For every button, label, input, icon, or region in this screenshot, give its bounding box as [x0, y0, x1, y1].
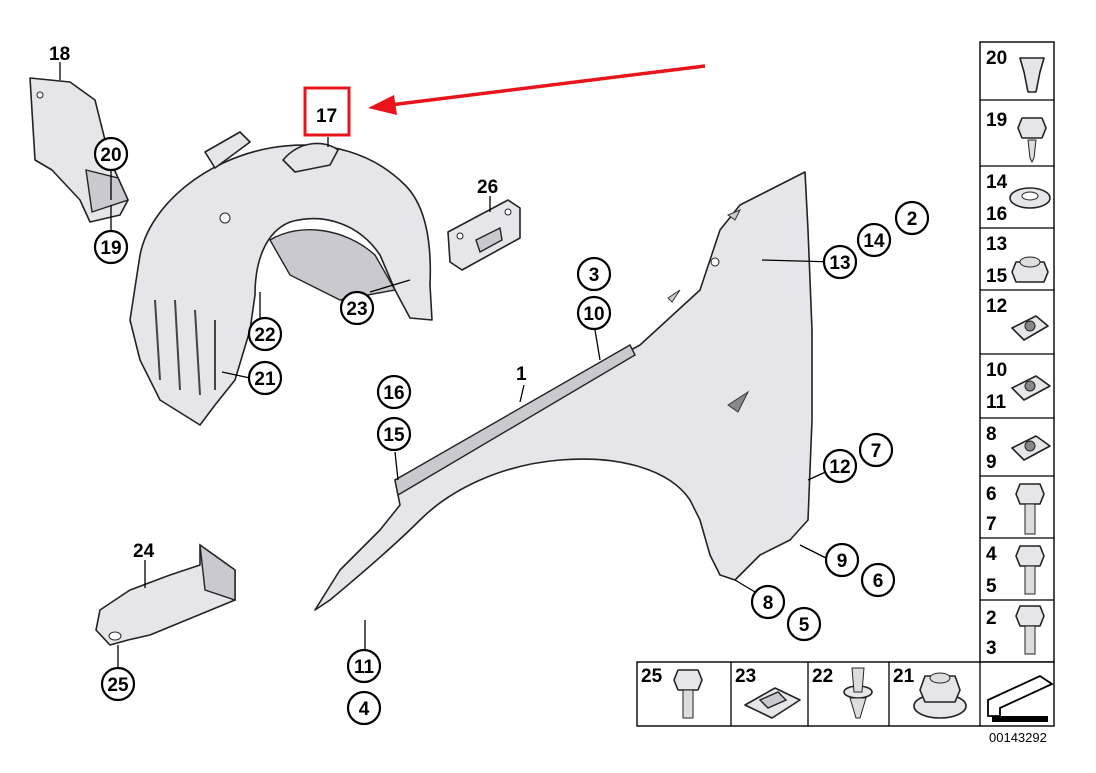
- push-rivet-icon: [843, 667, 873, 719]
- svg-text:19: 19: [100, 238, 121, 259]
- svg-text:11: 11: [354, 657, 375, 678]
- part-26-cover-plate: [447, 199, 521, 271]
- legend-bottom-row: [636, 661, 1055, 727]
- clip-nut-8-icon: [1011, 435, 1051, 461]
- callout-7-circle: 7: [858, 432, 894, 468]
- svg-text:16: 16: [383, 383, 404, 404]
- part-1-front-fender: [314, 171, 813, 611]
- clip-nut-10-icon: [1011, 375, 1051, 401]
- legend-label-23: 23: [735, 666, 756, 687]
- legend-label-2: 2: [986, 608, 997, 629]
- svg-text:7: 7: [871, 441, 882, 462]
- callout-4-circle: 4: [346, 690, 382, 726]
- svg-text:10: 10: [583, 304, 604, 325]
- callout-17: 17: [316, 106, 337, 127]
- callout-10-circle: 10: [576, 295, 612, 331]
- highlight-box-17: [303, 86, 351, 137]
- callout-8-circle: 8: [750, 584, 786, 620]
- screw-icon: [1017, 117, 1047, 164]
- legend-label-25: 25: [641, 666, 663, 687]
- part-17-wheel-arch-liner: [129, 131, 433, 426]
- callout-5-circle: 5: [786, 606, 822, 642]
- clip-nut-12-icon: [1011, 315, 1049, 341]
- diagram-code: 00143292: [989, 730, 1047, 745]
- legend-label-20: 20: [986, 48, 1007, 69]
- legend-label-9: 9: [986, 452, 997, 473]
- legend-label-3: 3: [986, 638, 997, 659]
- svg-text:2: 2: [907, 209, 918, 230]
- callout-19-circle: 19: [93, 229, 129, 265]
- legend-label-22: 22: [812, 666, 833, 687]
- callout-22-circle: 22: [247, 316, 283, 352]
- callout-20-circle: 20: [93, 136, 129, 172]
- hex-bolt-icon: [673, 669, 703, 719]
- callout-24: 24: [133, 541, 155, 562]
- svg-text:22: 22: [254, 325, 275, 346]
- legend-label-5: 5: [986, 576, 997, 597]
- legend-label-7: 7: [986, 514, 997, 535]
- legend-label-16: 16: [986, 204, 1007, 225]
- callout-2-circle: 2: [894, 200, 930, 236]
- svg-text:14: 14: [863, 231, 885, 252]
- orientation-arrow-icon: [987, 674, 1054, 722]
- bolt-4-icon: [1015, 545, 1045, 595]
- svg-text:3: 3: [589, 265, 600, 286]
- bolt-2-icon: [1015, 605, 1045, 655]
- callout-1: 1: [516, 364, 527, 385]
- legend-label-14: 14: [986, 172, 1008, 193]
- svg-text:4: 4: [359, 699, 370, 720]
- legend-label-4: 4: [986, 544, 997, 565]
- callout-13-circle: 13: [822, 244, 858, 280]
- legend-label-10: 10: [986, 360, 1007, 381]
- svg-text:25: 25: [107, 675, 129, 696]
- washer-icon: [1009, 187, 1051, 209]
- callout-9-circle: 9: [824, 542, 860, 578]
- legend-label-15: 15: [986, 266, 1008, 287]
- svg-text:6: 6: [873, 571, 884, 592]
- callout-26: 26: [477, 177, 498, 198]
- bolt-6-icon: [1015, 483, 1045, 535]
- callout-11-circle: 11: [346, 648, 382, 684]
- svg-text:8: 8: [763, 593, 774, 614]
- legend-label-12: 12: [986, 296, 1007, 317]
- svg-text:20: 20: [100, 145, 121, 166]
- nut-icon: [1011, 256, 1049, 283]
- callout-14-circle: 14: [856, 222, 892, 258]
- legend-label-6: 6: [986, 484, 997, 505]
- callout-6-circle: 6: [860, 562, 896, 598]
- part-18-bracket: [29, 77, 129, 223]
- flange-nut-icon: [913, 672, 967, 719]
- svg-text:21: 21: [254, 369, 276, 390]
- svg-text:12: 12: [829, 457, 850, 478]
- callout-15-circle: 15: [376, 416, 412, 452]
- svg-text:23: 23: [346, 299, 367, 320]
- svg-text:13: 13: [829, 253, 850, 274]
- legend-label-13: 13: [986, 234, 1007, 255]
- legend-label-21: 21: [893, 666, 915, 687]
- svg-text:5: 5: [799, 615, 810, 636]
- legend-label-19: 19: [986, 110, 1007, 131]
- callout-3-circle: 3: [576, 256, 612, 292]
- red-arrow-icon: [368, 64, 706, 115]
- legend-label-11: 11: [986, 392, 1007, 413]
- spring-clip-icon: [744, 687, 801, 719]
- callout-12-circle: 12: [822, 448, 858, 484]
- callout-25-circle: 25: [100, 666, 136, 702]
- callout-23-circle: 23: [339, 290, 375, 326]
- svg-text:9: 9: [837, 551, 848, 572]
- clip-nut-icon: [1019, 57, 1045, 93]
- callout-21-circle: 21: [247, 360, 283, 396]
- callout-18: 18: [49, 44, 70, 65]
- part-24-bracket: [95, 543, 236, 646]
- callout-16-circle: 16: [376, 374, 412, 410]
- svg-text:15: 15: [383, 425, 405, 446]
- legend-label-8: 8: [986, 424, 997, 445]
